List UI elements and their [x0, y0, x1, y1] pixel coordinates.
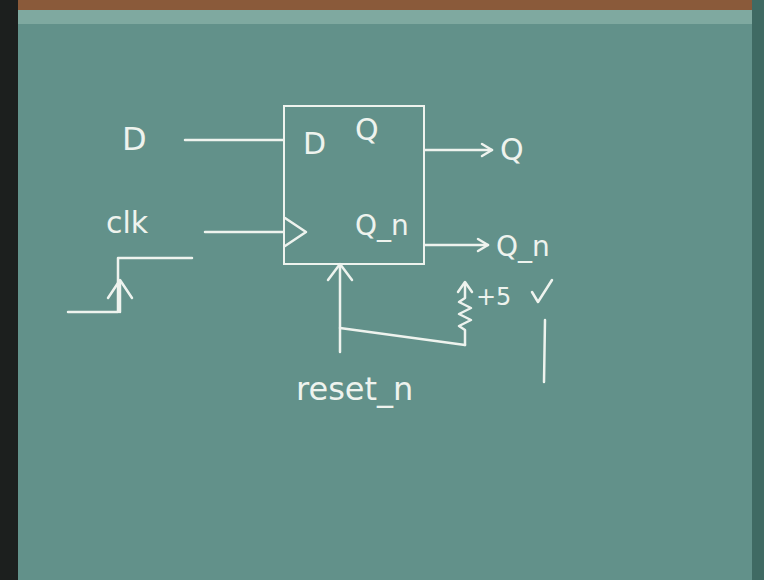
signal-name: clk — [106, 206, 148, 239]
d-input-wire — [185, 139, 283, 142]
signal-name: Q_n — [496, 232, 550, 263]
reset-wire — [339, 266, 342, 352]
reset-wire — [340, 328, 465, 345]
signal-name: +5 — [476, 284, 511, 310]
clk-input-wire — [205, 231, 283, 234]
flip-flop-box: DQ Q_n — [283, 105, 425, 265]
board-top-band — [0, 10, 764, 24]
signal-name: Q — [500, 133, 524, 166]
pin-name: D — [303, 127, 326, 160]
q-output-wire — [425, 149, 492, 152]
pullup-resistor-symbol — [459, 284, 471, 345]
supply-arrow — [458, 282, 472, 292]
q-output-arrow — [482, 144, 492, 156]
pin-name: Q_n — [355, 211, 409, 242]
pin-name: Q — [355, 113, 379, 146]
rising-edge-arrow — [119, 282, 122, 312]
clock-edge-waveform — [68, 258, 192, 312]
check-mark — [532, 280, 552, 302]
signal-name: D — [122, 122, 147, 157]
clock-triangle — [285, 218, 306, 246]
board-edge — [752, 0, 764, 580]
reset-arrow — [328, 264, 352, 280]
qn-output-arrow — [478, 239, 488, 251]
signal-name: reset_n — [296, 372, 413, 407]
chalk-stroke — [544, 320, 545, 382]
board-frame — [0, 0, 764, 10]
qn-output-wire — [425, 244, 488, 247]
board-edge — [0, 0, 18, 580]
